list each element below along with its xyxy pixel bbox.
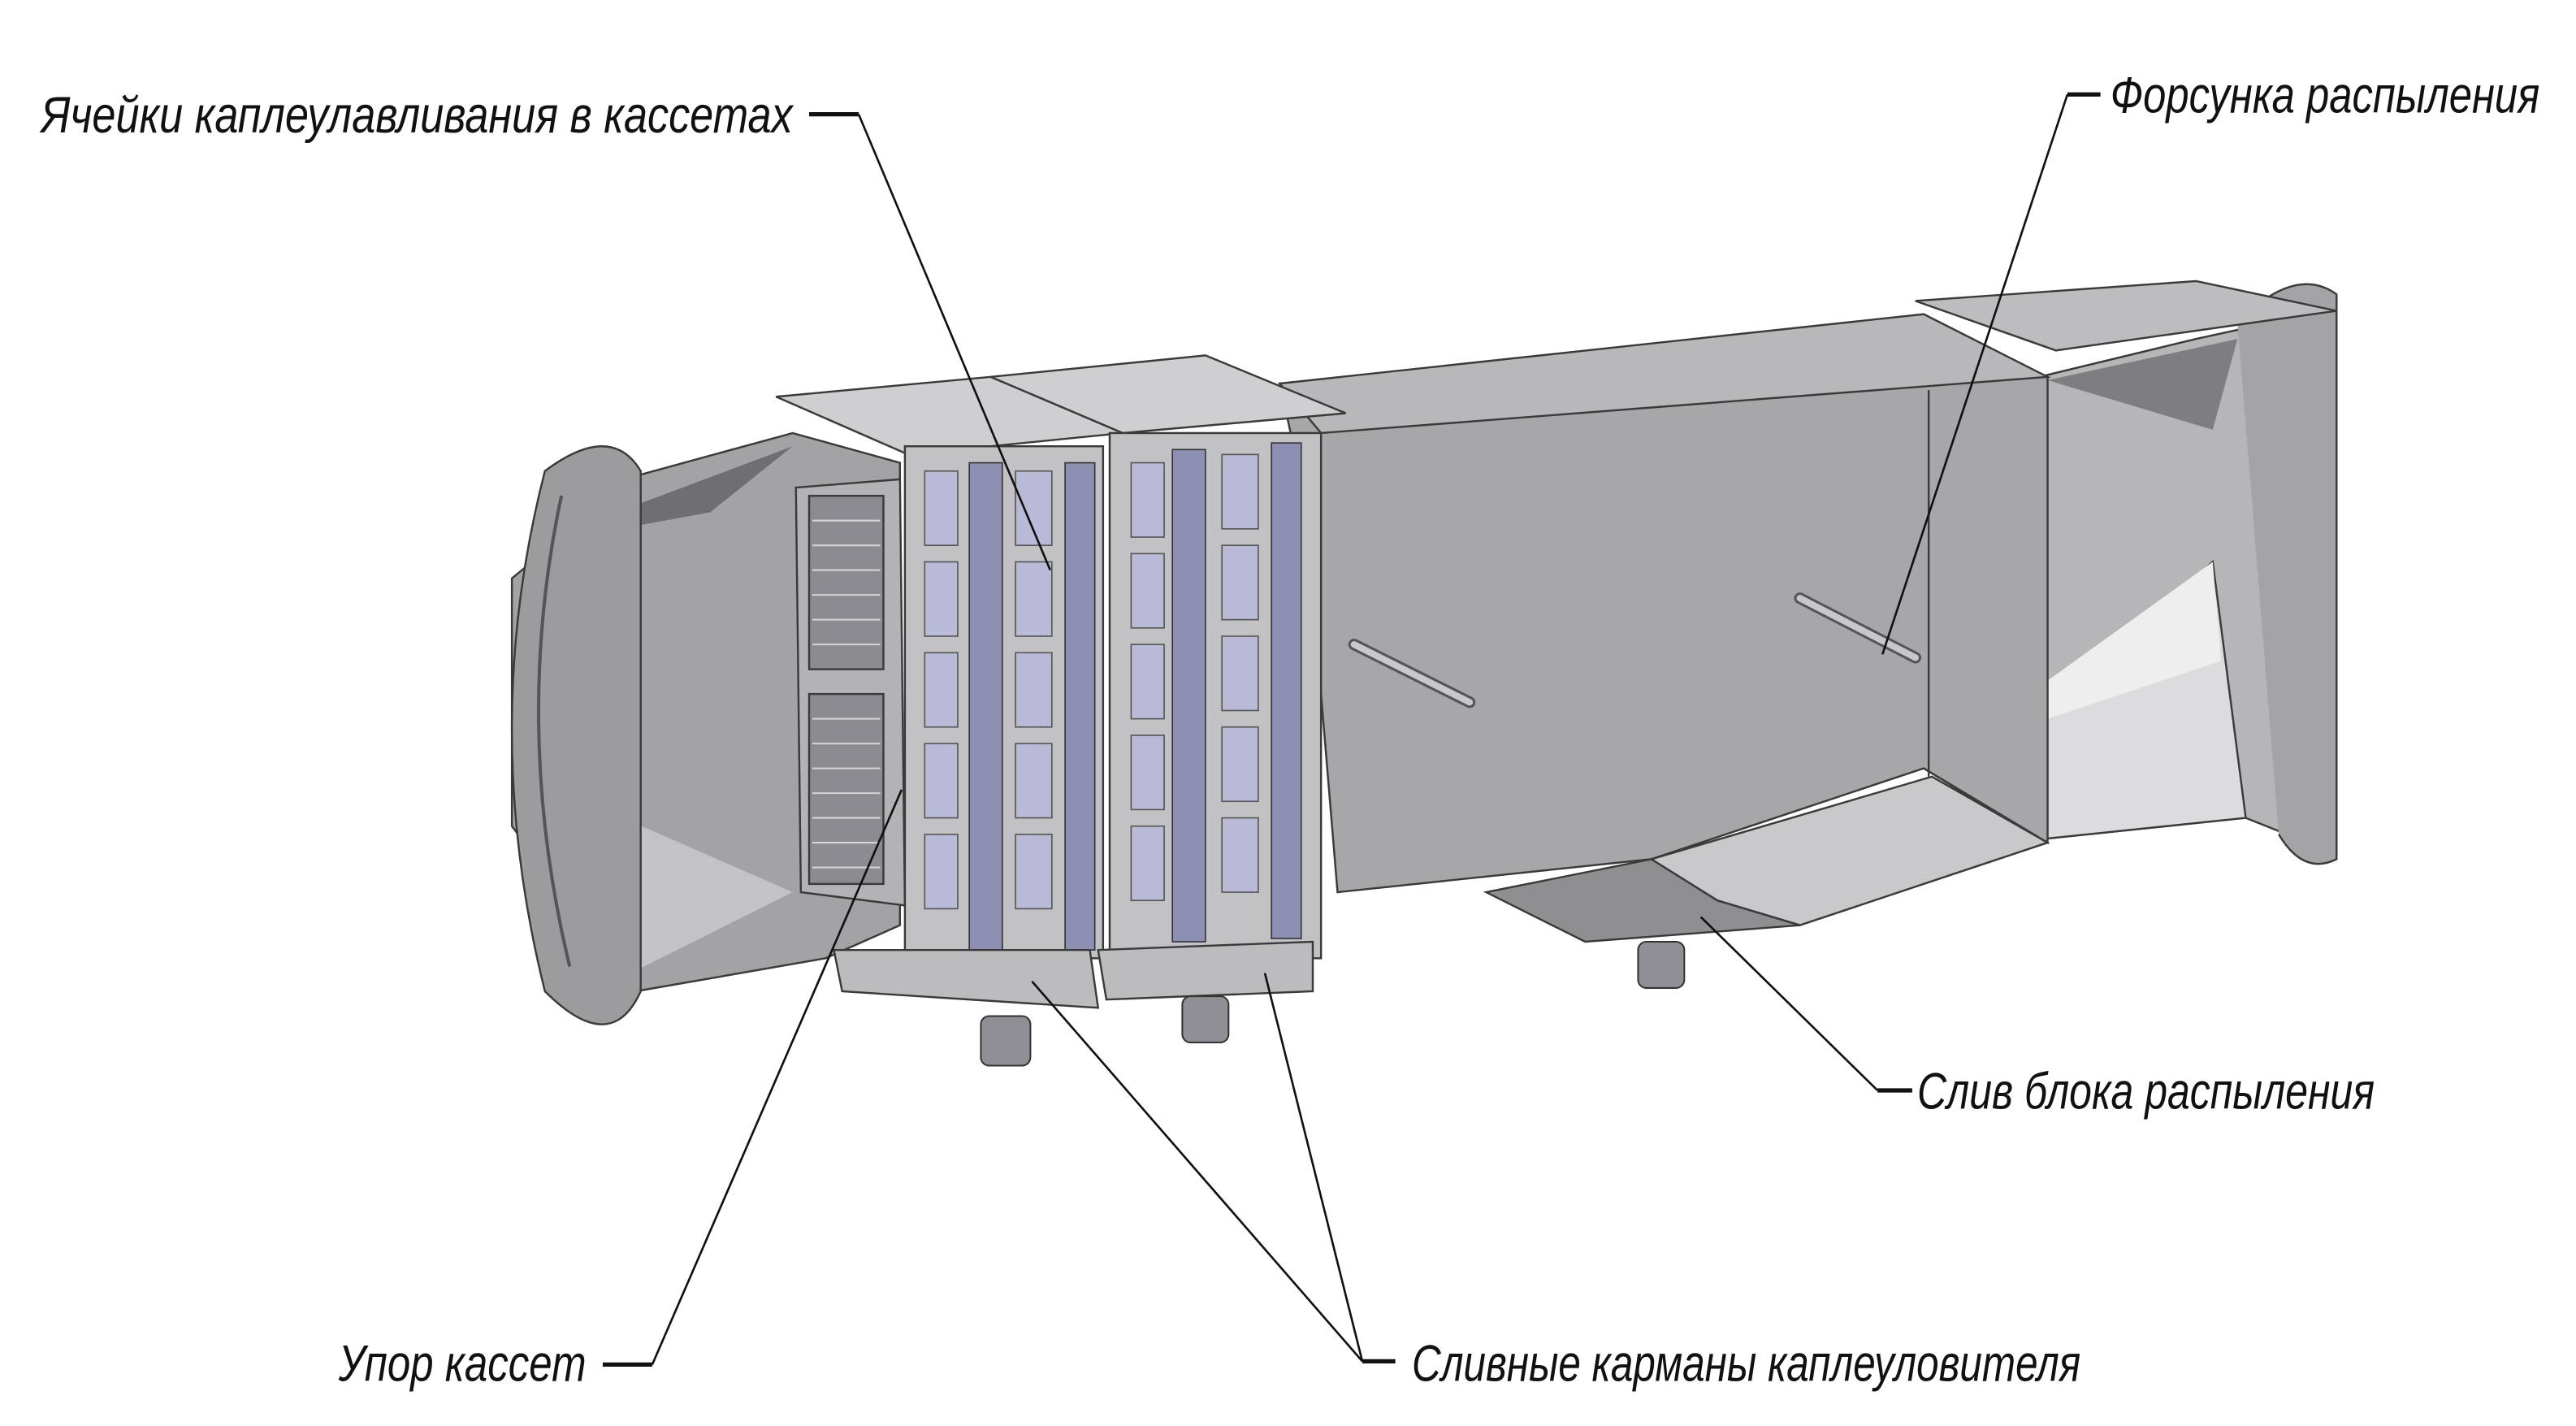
cassette-2 [990, 354, 1347, 1001]
cassette-stop [794, 478, 907, 907]
cassette-1 [775, 375, 1123, 1009]
label-nozzle: Форсунка распыления [2111, 67, 2540, 124]
label-cells: Ячейки каплеулавливания в кассетах [39, 87, 794, 144]
inlet-flange [510, 445, 642, 1025]
label-drain-pockets: Сливные карманы каплеуловителя [1412, 1336, 2080, 1393]
nozzle-rod-2 [1794, 592, 1922, 664]
drain-fitting-1 [980, 1015, 1032, 1067]
label-cassette-stop: Упор кассет [338, 1336, 587, 1393]
leader-lines [602, 92, 2101, 1367]
spray-chamber [1277, 280, 2337, 943]
label-spray-drain: Слив блока распыления [1917, 1063, 2375, 1120]
drain-fitting-3 [1637, 941, 1686, 989]
nozzle-rod-1 [1348, 639, 1476, 709]
drain-fitting-2 [1181, 995, 1230, 1044]
